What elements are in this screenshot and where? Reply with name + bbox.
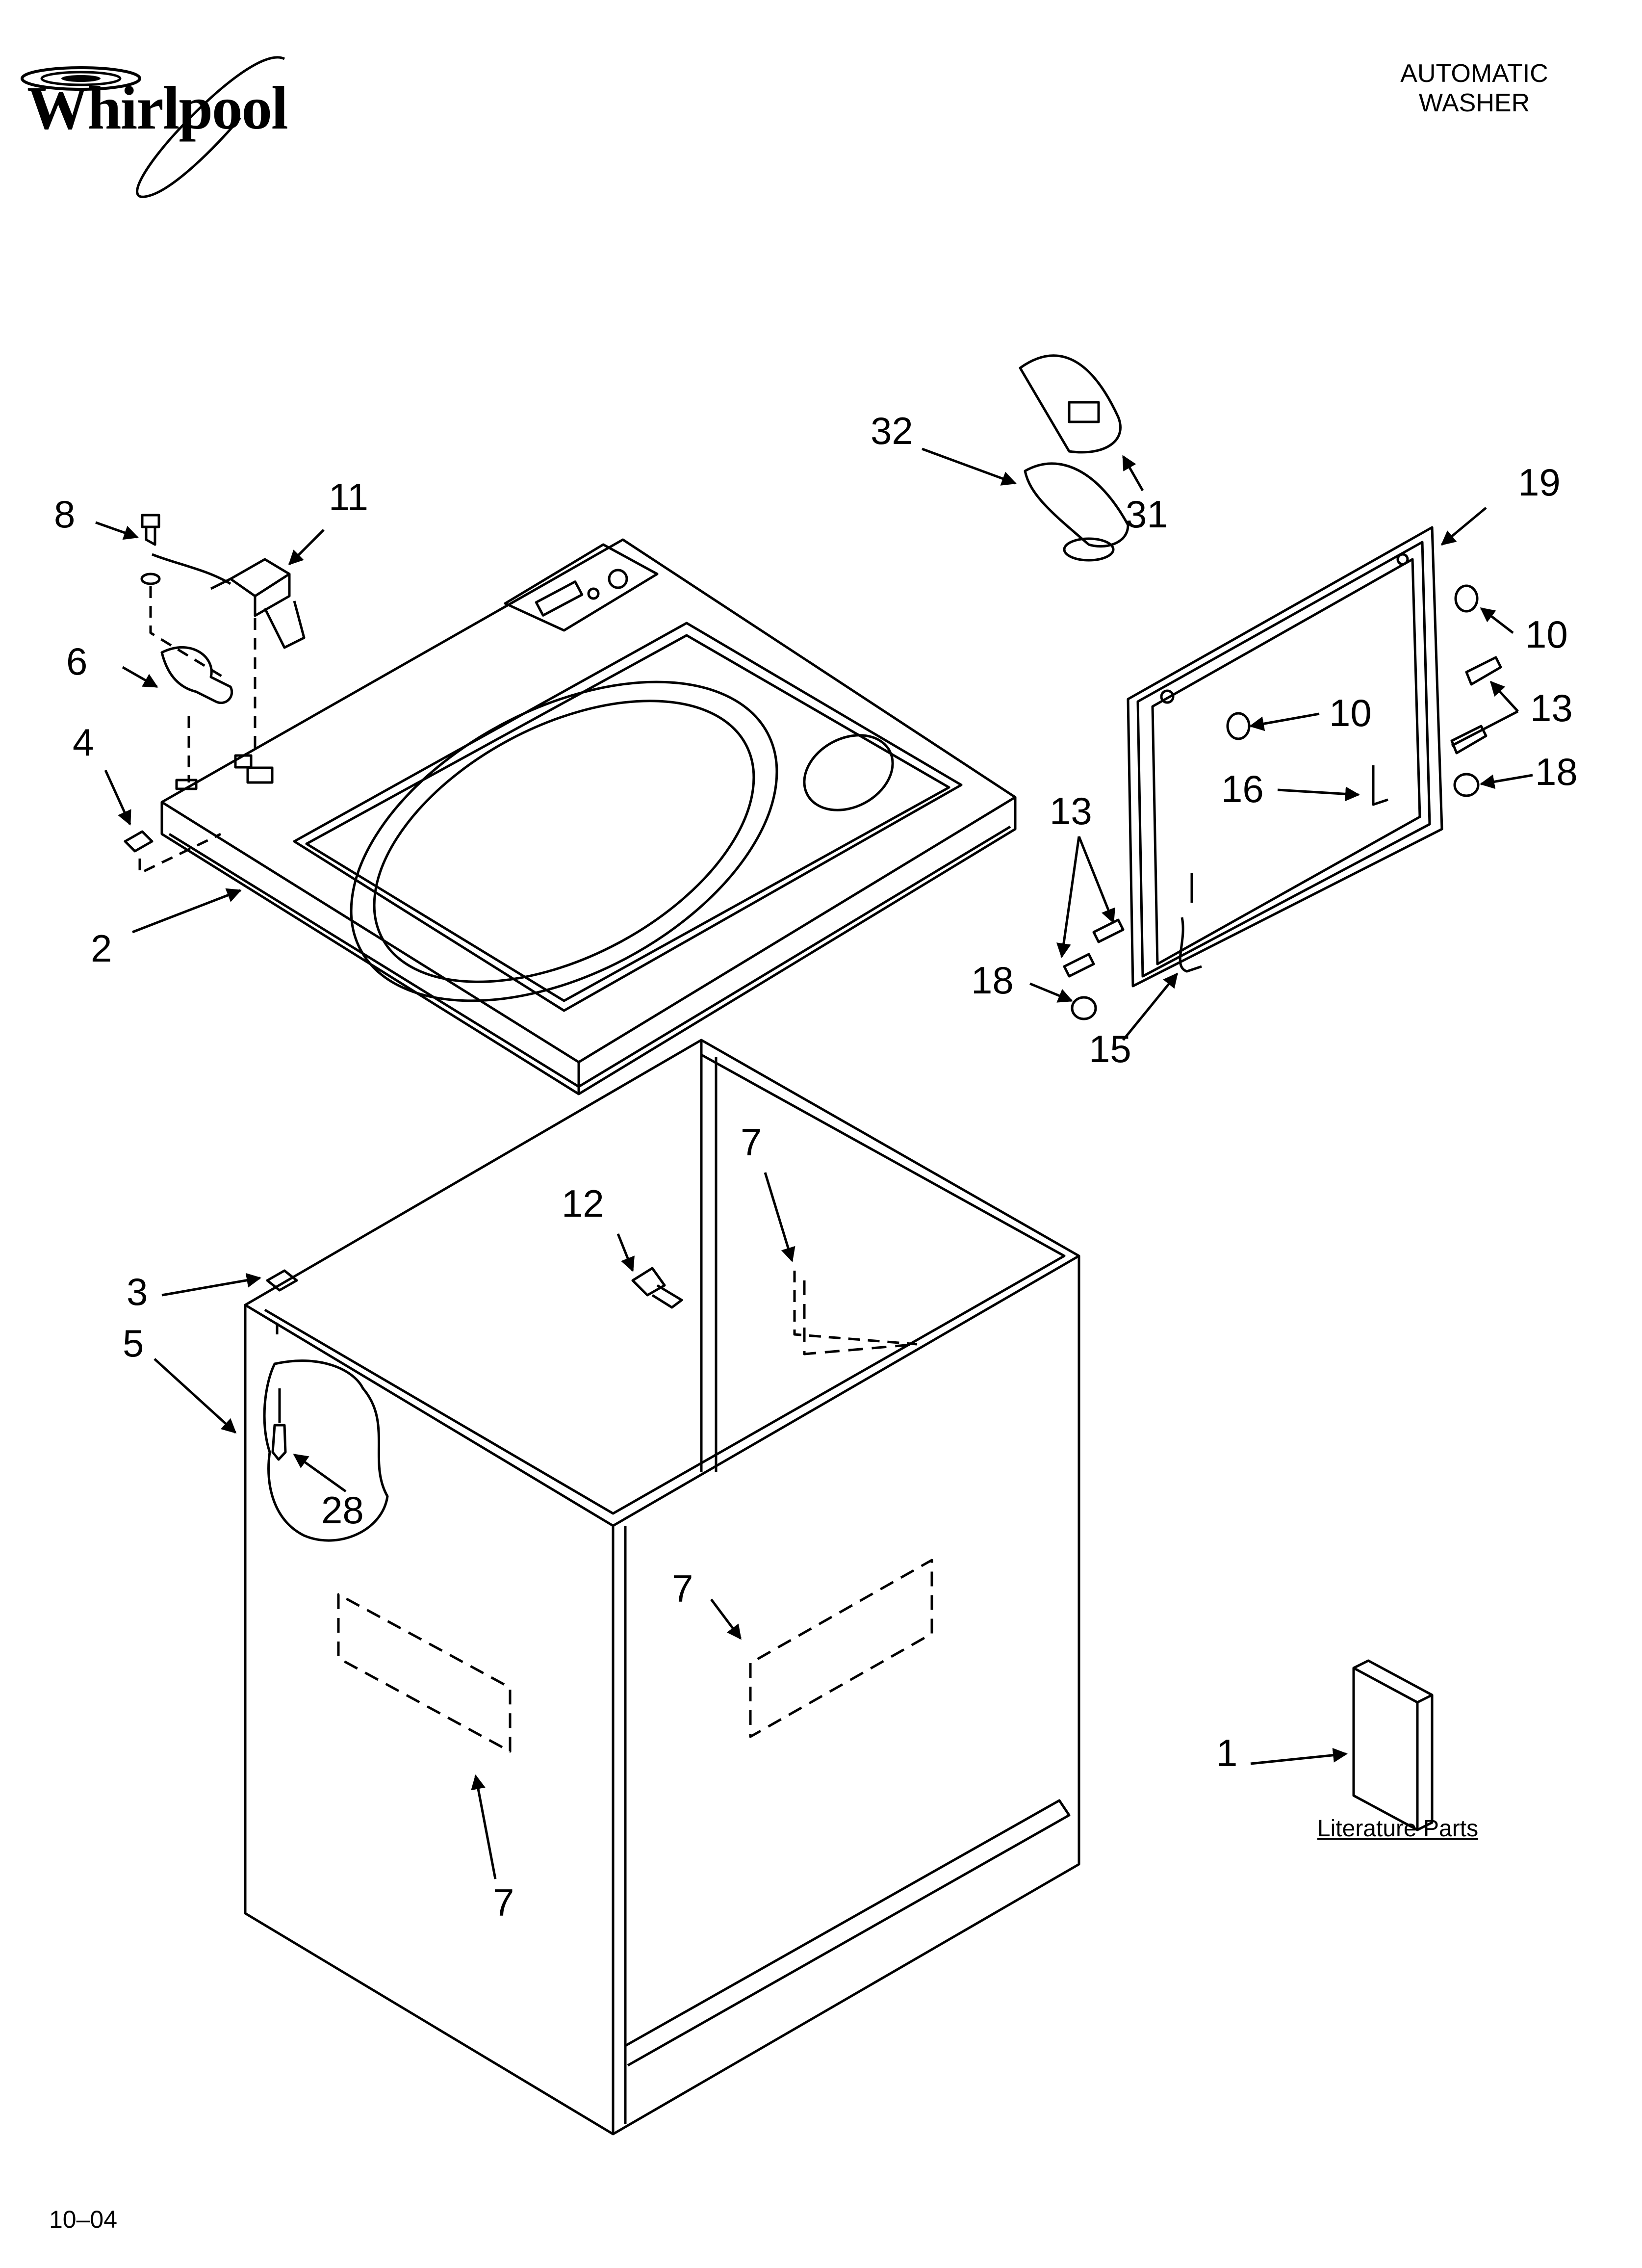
callout-19: 19 — [1518, 461, 1561, 504]
callout-15: 15 — [1089, 1027, 1131, 1070]
lid-frame — [1127, 526, 1443, 988]
callout-13-right: 13 — [1530, 686, 1573, 730]
screw-part-12 — [631, 1267, 683, 1309]
document-title: AUTOMATIC WASHER — [1352, 59, 1597, 118]
callout-11: 11 — [329, 475, 368, 519]
callout-18-left: 18 — [971, 959, 1014, 1002]
leader-13-secondary — [1451, 710, 1519, 747]
brand-wordmark: Whirlpool — [27, 75, 288, 142]
callout-1: 1 — [1216, 1731, 1237, 1774]
title-line-2: WASHER — [1418, 89, 1530, 117]
callout-3: 3 — [127, 1270, 148, 1313]
callout-31: 31 — [1126, 493, 1168, 536]
clip-part-6 — [160, 646, 233, 704]
clip-part-4 — [124, 830, 154, 853]
assembly-lines — [138, 586, 918, 1346]
callout-32: 32 — [871, 409, 913, 452]
callout-16: 16 — [1221, 767, 1264, 810]
lid-switch — [152, 553, 306, 649]
callout-7-front: 7 — [493, 1881, 514, 1924]
callout-4: 4 — [73, 721, 94, 764]
cabinet — [244, 1039, 1080, 2136]
clip-part-3 — [266, 1269, 298, 1292]
leader-arrows — [95, 447, 1533, 1879]
callout-2: 2 — [91, 927, 112, 970]
callout-5: 5 — [123, 1322, 144, 1365]
callout-8: 8 — [54, 493, 75, 536]
top-panel — [160, 538, 1017, 1095]
revision-code: 10–04 — [49, 2206, 118, 2233]
callout-10-right: 10 — [1525, 613, 1568, 656]
whirlpool-swirl-icon — [21, 56, 285, 198]
label-areas — [337, 1280, 933, 1753]
callout-6: 6 — [66, 640, 87, 683]
screw-part-8 — [140, 514, 161, 585]
callout-12: 12 — [562, 1182, 604, 1225]
callout-7-right: 7 — [672, 1567, 693, 1610]
dispenser-cups — [1019, 354, 1129, 562]
literature-parts-label: Literature Parts — [1317, 1816, 1479, 1842]
callout-7-back: 7 — [741, 1121, 762, 1164]
callout-10-left: 10 — [1329, 691, 1372, 734]
callout-28: 28 — [321, 1488, 364, 1532]
title-line-1: AUTOMATIC — [1400, 59, 1548, 88]
lid-hardware — [1063, 584, 1502, 1020]
literature-booklet — [1352, 1659, 1434, 1831]
callout-18-right: 18 — [1535, 750, 1578, 793]
callout-13-left: 13 — [1050, 789, 1092, 833]
